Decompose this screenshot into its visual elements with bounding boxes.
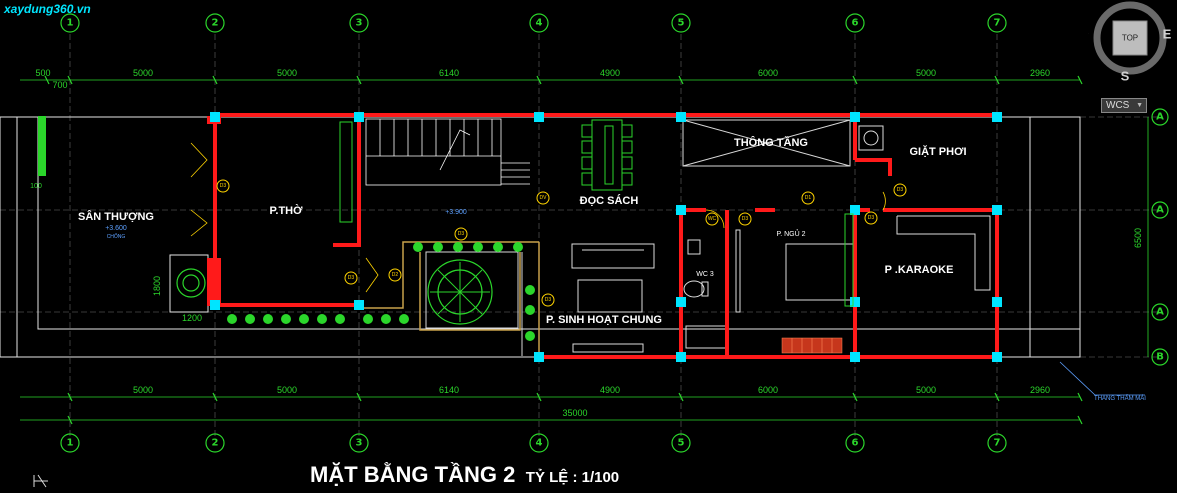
- door-tag: D3: [545, 297, 552, 303]
- grid-row-a1: A: [1156, 112, 1164, 123]
- room-wc: WC 3: [696, 271, 714, 278]
- columns: [210, 112, 1002, 362]
- viewcube-top-label[interactable]: TOP: [1122, 34, 1138, 43]
- door-tag: D3: [868, 215, 875, 221]
- dim-bottom-6: 2960: [1030, 385, 1050, 395]
- grid-col-1-top: 1: [67, 18, 74, 29]
- title-main: MẶT BẰNG TẦNG 2: [310, 462, 516, 487]
- room-doc-sach: ĐỌC SÁCH: [580, 194, 639, 207]
- grid-row-b: B: [1156, 352, 1164, 363]
- room-giat-phoi: GIẶT PHƠI: [909, 145, 966, 158]
- door-tag: DV: [540, 195, 548, 201]
- door-tag: D3: [742, 216, 749, 222]
- dim-top-5: 6000: [758, 68, 778, 78]
- grid-col-6-top: 6: [852, 18, 859, 29]
- grid-col-2-bottom: 2: [212, 438, 219, 449]
- grid-col-7-bottom: 7: [994, 438, 1001, 449]
- wall-block: [207, 258, 221, 306]
- dim-top-2: 5000: [277, 68, 297, 78]
- level-san-thuong: +3.600: [105, 225, 127, 232]
- door-tag: D3: [348, 275, 355, 281]
- grid-col-4-top: 4: [536, 18, 543, 29]
- dim-total: 35000: [562, 408, 587, 418]
- grid-col-5-top: 5: [678, 18, 685, 29]
- ucs-icon: [33, 474, 48, 488]
- dim-bottom-5: 5000: [916, 385, 936, 395]
- viewcube-top-face[interactable]: [1112, 20, 1148, 56]
- room-p-ngu: P. NGỦ 2: [776, 229, 805, 238]
- door-tag: D2: [392, 272, 399, 278]
- door-tag: D3: [897, 187, 904, 193]
- grid-col-6-bottom: 6: [852, 438, 859, 449]
- wcs-label: WCS: [1106, 100, 1130, 111]
- compass-w[interactable]: W: [1088, 31, 1089, 46]
- room-san-thuong: SÂN THƯỢNG: [78, 210, 154, 223]
- room-sinh-hoat: P. SINH HOẠT CHUNG: [546, 314, 662, 326]
- grid-col-3-top: 3: [356, 18, 363, 29]
- door-tag: D3: [458, 231, 465, 237]
- dim-left-700: 700: [52, 80, 67, 90]
- drawing-title: MẶT BẰNG TẦNG 2 TỶ LỆ : 1/100: [310, 462, 619, 488]
- dim-top-7: 2960: [1030, 68, 1050, 78]
- dim-bottom-2: 6140: [439, 385, 459, 395]
- dim-left-1200: 1200: [182, 313, 202, 323]
- door-tag: WC: [708, 216, 717, 222]
- dim-left-100: 100: [30, 183, 42, 190]
- dim-left-1800: 1800: [152, 276, 162, 296]
- grid-col-4-bottom: 4: [536, 438, 543, 449]
- grid-row-a3: A: [1156, 307, 1164, 318]
- grid-col-2-top: 2: [212, 18, 219, 29]
- grid-col-1-bottom: 1: [67, 438, 74, 449]
- compass-s[interactable]: S: [1121, 69, 1130, 84]
- grid-col-3-bottom: 3: [356, 438, 363, 449]
- door-tag: D3: [220, 183, 227, 189]
- room-karaoke: P .KARAOKE: [885, 264, 954, 276]
- dim-top-0: 500: [35, 68, 50, 78]
- dim-top-6: 5000: [916, 68, 936, 78]
- room-thong-tang: THÔNG TẦNG: [734, 136, 808, 149]
- compass-ring[interactable]: [1093, 1, 1167, 75]
- level-san-thuong-sub: CHỐNG: [107, 233, 126, 240]
- level-center: +3.900: [445, 209, 467, 216]
- annotation-thang-tham-mai: THANG THẨM MÁI: [1094, 395, 1146, 402]
- grid-row-a2: A: [1156, 205, 1164, 216]
- title-scale: TỶ LỆ : 1/100: [525, 469, 620, 486]
- dim-bottom-3: 4900: [600, 385, 620, 395]
- dim-top-4: 4900: [600, 68, 620, 78]
- room-p-tho: P.THỜ: [269, 204, 303, 217]
- dim-top-3: 6140: [439, 68, 459, 78]
- door-tag: D1: [805, 195, 812, 201]
- compass-e[interactable]: E: [1163, 27, 1172, 42]
- chevron-down-icon: ▼: [1136, 102, 1143, 109]
- dim-right-6500: 6500: [1133, 228, 1143, 248]
- wcs-dropdown[interactable]: WCS ▼: [1101, 98, 1147, 113]
- dim-top-1: 5000: [133, 68, 153, 78]
- grid-col-5-bottom: 5: [678, 438, 685, 449]
- dim-bottom-4: 6000: [758, 385, 778, 395]
- viewcube-navigation[interactable]: TOP W E S: [1088, 0, 1172, 84]
- watermark-logo: xaydung360.vn: [4, 2, 91, 16]
- door-tags: D3 D3 D3 D2 D3 D1 D3 D3 WC D3 DV: [216, 179, 907, 307]
- dim-bottom-0: 5000: [133, 385, 153, 395]
- grid-col-7-top: 7: [994, 18, 1001, 29]
- dim-bottom-1: 5000: [277, 385, 297, 395]
